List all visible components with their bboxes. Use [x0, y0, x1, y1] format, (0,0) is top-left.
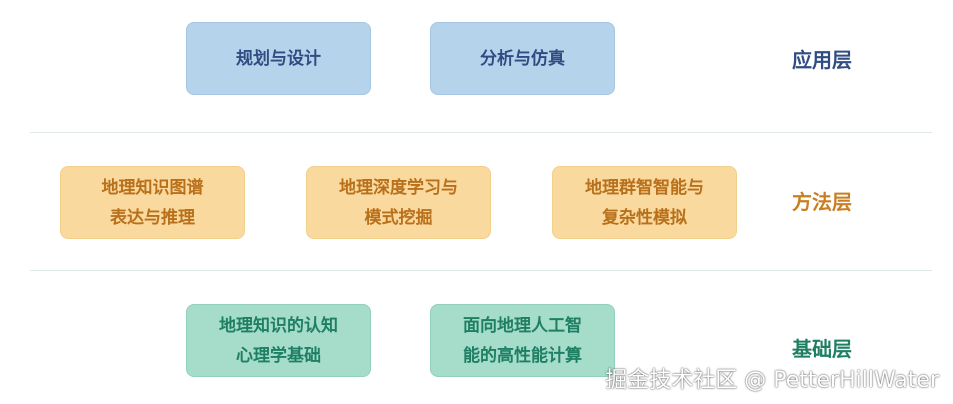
- watermark: 掘金技术社区 @ PetterHillWater: [605, 368, 939, 393]
- box-swarm-intelligence: 地理群智智能与 复杂性模拟: [552, 166, 737, 239]
- box-label-line: 复杂性模拟: [602, 207, 687, 228]
- box-label-line: 地理深度学习与: [339, 177, 458, 198]
- box-knowledge-graph: 地理知识图谱 表达与推理: [60, 166, 245, 239]
- layer-label-application: 应用层: [792, 48, 852, 72]
- box-cognitive-psychology: 地理知识的认知 心理学基础: [186, 304, 371, 377]
- box-label-line: 地理知识图谱: [101, 177, 204, 198]
- box-label-line: 分析与仿真: [480, 48, 565, 69]
- layer-label-foundation: 基础层: [792, 337, 852, 361]
- box-label-line: 表达与推理: [110, 207, 195, 228]
- layer-divider: [30, 270, 932, 271]
- layer-divider: [30, 132, 932, 133]
- box-label-line: 地理群智智能与: [585, 177, 704, 198]
- box-label-line: 规划与设计: [236, 48, 321, 69]
- box-label-line: 地理知识的认知: [219, 315, 338, 336]
- box-high-performance-computing: 面向地理人工智 能的高性能计算: [430, 304, 615, 377]
- box-label-line: 能的高性能计算: [463, 345, 582, 366]
- box-planning-design: 规划与设计: [186, 22, 371, 95]
- box-deep-learning: 地理深度学习与 模式挖掘: [306, 166, 491, 239]
- box-label-line: 模式挖掘: [364, 207, 433, 228]
- box-analysis-simulation: 分析与仿真: [430, 22, 615, 95]
- layer-label-method: 方法层: [792, 190, 852, 214]
- box-label-line: 面向地理人工智: [463, 315, 582, 336]
- box-label-line: 心理学基础: [236, 345, 321, 366]
